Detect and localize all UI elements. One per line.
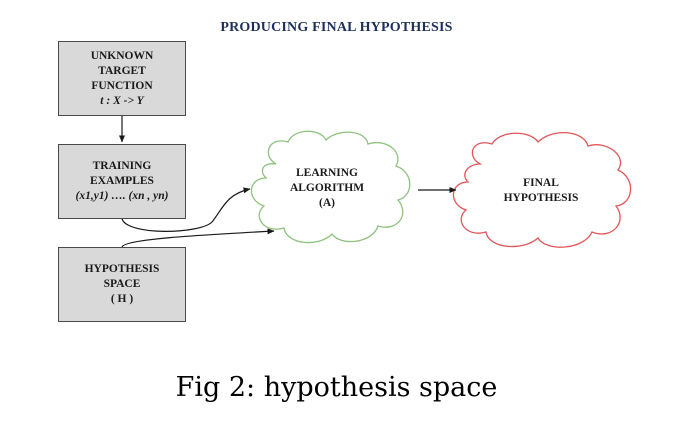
- box-label-line: TARGET: [98, 64, 146, 77]
- learning-algorithm-cloud: [250, 130, 411, 244]
- unknown-target-function-box: UNKNOWN TARGET FUNCTION t : X -> Y: [58, 41, 186, 116]
- diagram-title: PRODUCING FINAL HYPOTHESIS: [220, 20, 453, 35]
- training-examples-formula: (x1,y1) …. (xn , yn): [75, 190, 169, 202]
- cloud-label-line: LEARNING: [296, 167, 358, 179]
- box-label-line: TRAINING: [92, 160, 152, 172]
- cloud-label-line: FINAL: [523, 177, 559, 189]
- training-examples-box: TRAINING EXAMPLES (x1,y1) …. (xn , yn): [58, 144, 186, 219]
- cloud-label-line: (A): [319, 197, 335, 209]
- cloud-label-line: ALGORITHM: [289, 182, 365, 194]
- arrow-training-to-learning: [121, 187, 251, 232]
- learning-algorithm-label: LEARNING ALGORITHM (A): [262, 166, 392, 211]
- box-label-line: FUNCTION: [91, 79, 153, 92]
- final-hypothesis-cloud: [452, 131, 632, 248]
- figure-caption: Fig 2: hypothesis space: [175, 372, 498, 403]
- cloud-label-line: HYPOTHESIS: [503, 192, 579, 204]
- arrow-hypothesis-space-to-learning: [121, 228, 275, 248]
- hypothesis-space-box: HYPOTHESIS SPACE ( H ): [58, 247, 186, 322]
- box-label-line: HYPOTHESIS: [84, 263, 160, 275]
- box-label-line: EXAMPLES: [90, 175, 154, 187]
- final-hypothesis-label: FINAL HYPOTHESIS: [466, 176, 616, 206]
- target-function-formula: t : X -> Y: [100, 94, 144, 107]
- box-label-line: ( H ): [110, 293, 134, 305]
- box-label-line: UNKNOWN: [90, 49, 154, 62]
- box-label-line: SPACE: [103, 278, 141, 290]
